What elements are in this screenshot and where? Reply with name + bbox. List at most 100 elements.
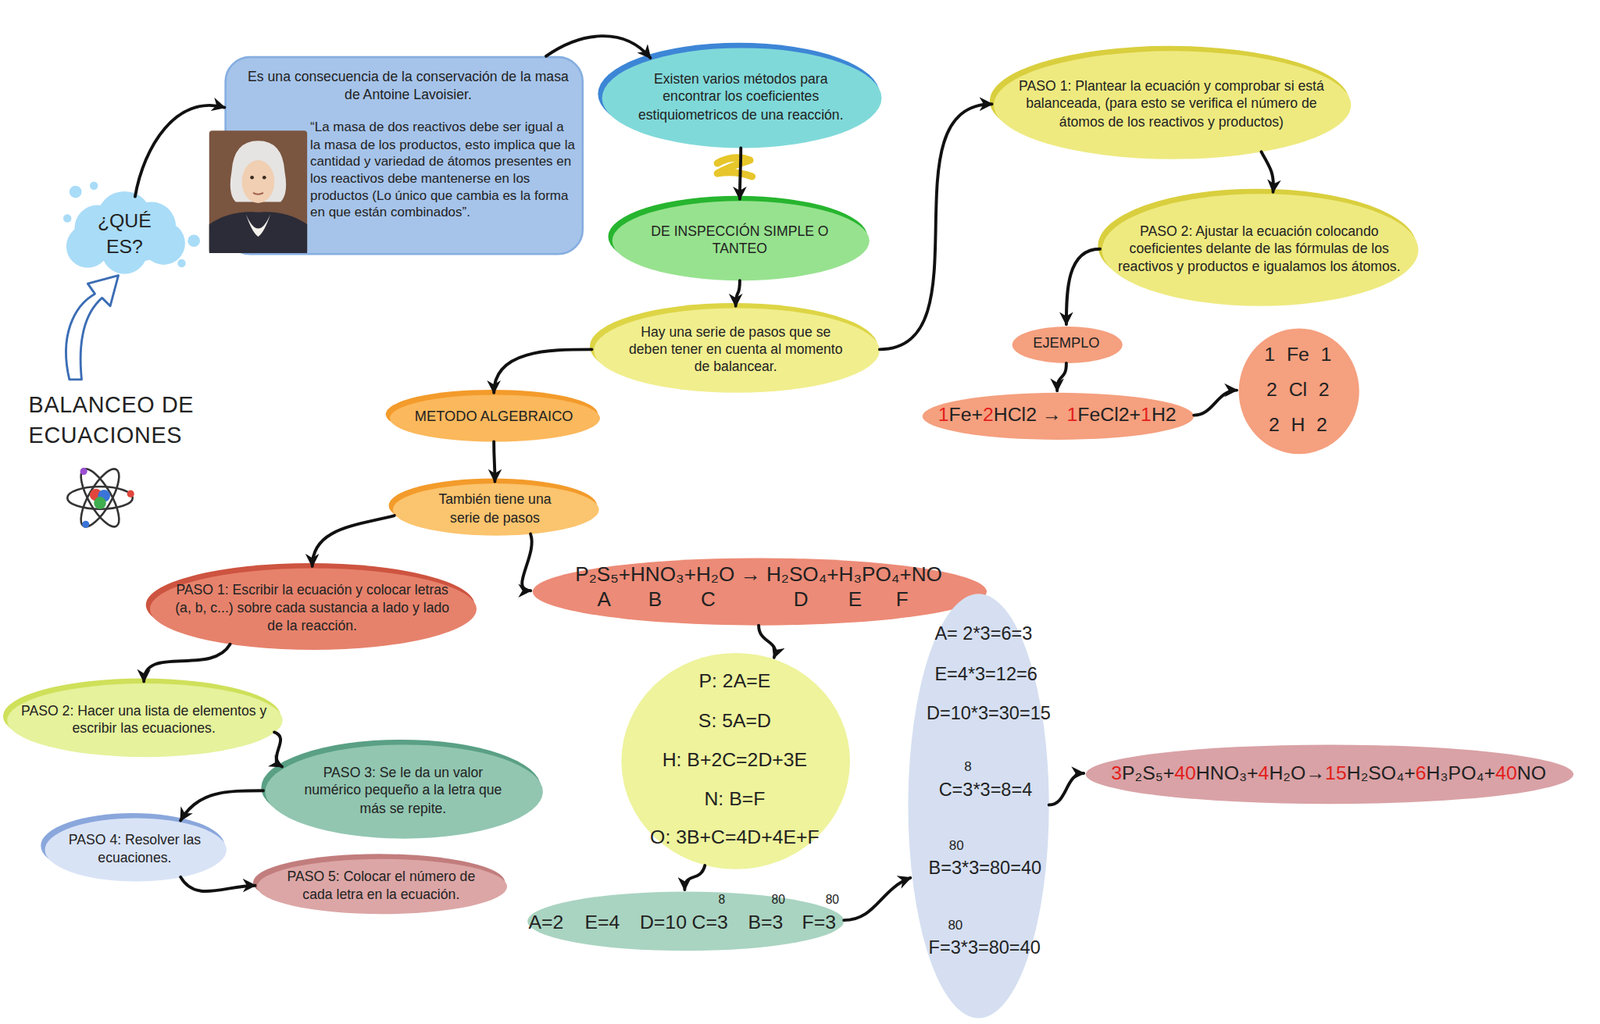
node-text: C (697, 586, 718, 613)
node-content: METODO ALGEBRAICO (387, 392, 600, 443)
node-text: PASO 5: Colocar el número de cada letra … (271, 867, 491, 904)
node-text: 2 Cl 2 (1266, 378, 1330, 404)
connector-arrow (758, 625, 775, 658)
node-text: 80 (771, 892, 785, 909)
ellipse-fill (392, 483, 600, 536)
node-outline (42, 816, 227, 883)
node-text: PASO 4: Resolver las ecuaciones. (57, 831, 211, 867)
node-content: 1Fe+2HCl2 → 1FeCl2+1H2 (920, 390, 1194, 440)
connector-arrow (493, 442, 495, 483)
node-text: P₂S₅+HNO₃+H₂O → H₂SO₄+H₃PO₄+NO (530, 562, 987, 589)
hollow-arrow (66, 275, 119, 380)
node-text: Es una consecuencia de la conservación d… (244, 68, 572, 104)
node-text: DE INSPECCIÓN SIMPLE O TANTEO (637, 221, 842, 258)
node-text: METODO ALGEBRAICO (414, 408, 574, 427)
portrait-eye (250, 175, 254, 180)
yellow-scribble (717, 157, 752, 177)
node-text: D (790, 586, 811, 613)
node-content: PASO 1: Plantear la ecuación y comprobar… (992, 49, 1352, 160)
node-text: A (593, 586, 615, 613)
concept-ellipse: DE INSPECCIÓN SIMPLE O TANTEO (610, 199, 870, 281)
cloud-fill (66, 191, 186, 275)
connector-arrow (180, 877, 255, 892)
node-outline (255, 857, 508, 915)
coefficient: 1 (938, 403, 950, 425)
node-text: D=10*3=30=15 (926, 702, 1051, 726)
atom-count-circle: 1 Fe 1 2 Cl 2 2 H 2 (1236, 326, 1360, 454)
bubble (177, 259, 186, 268)
node-text: H: B+2C=2D+3E (662, 747, 808, 773)
node-content: 3P₂S₅+40HNO₃+4H₂O→15H₂SO₄+6H₃PO₄+40NO (1083, 742, 1574, 804)
node-text: “La masa de dos reactivos debe ser igual… (310, 119, 578, 222)
results-ellipse: A= 2*3=6=3E=4*3=12=6D=10*3=30=158C=3*3=8… (906, 592, 1050, 1019)
ellipse-fill (602, 47, 883, 148)
nucleus (93, 496, 107, 510)
electron (82, 521, 90, 529)
connector-arrow (180, 790, 264, 821)
node-content: PASO 1: Escribir la ecuación y colocar l… (147, 566, 477, 650)
node-text: B=3 (747, 910, 783, 936)
node-outline (390, 481, 599, 536)
node-text: 1 Fe 1 (1264, 342, 1332, 368)
node-text: PASO 2: Ajustar la ecuación colocando co… (1114, 222, 1405, 276)
node-text: También tiene una serie de pasos (423, 491, 567, 527)
step-ellipse: PASO 1: Plantear la ecuación y comprobar… (992, 49, 1352, 160)
equations-circle: P: 2A=ES: 5A=DH: B+2C=2D+3EN: B=FO: 3B+C… (619, 650, 850, 870)
ellipse-fill (612, 200, 870, 281)
ellipse-fill (621, 653, 850, 870)
equation-ellipse: P₂S₅+HNO₃+H₂O → H₂SO₄+H₃PO₄+NOABCDEF (530, 556, 987, 626)
node-content: PASO 4: Resolver las ecuaciones. (42, 816, 227, 883)
node-text: PASO 1: Plantear la ecuación y comprobar… (1018, 77, 1325, 131)
step-ellipse: PASO 3: Se le da un valor numérico peque… (263, 742, 543, 840)
node-text: C=3*3=8=4 (939, 778, 1033, 803)
node-text: PASO 1: Escribir la ecuación y colocar l… (173, 582, 451, 636)
node-text: B (644, 586, 665, 613)
node-content: ¿QUÉ ES? (63, 196, 186, 273)
step-ellipse: PASO 5: Colocar el número de cada letra … (255, 857, 508, 915)
connector-arrow (739, 147, 741, 199)
connector-arrow (1260, 151, 1274, 192)
coefficient: 1 (1067, 403, 1079, 425)
node-text: P: 2A=E (699, 669, 772, 695)
connector-arrow (143, 644, 230, 683)
step-ellipse: PASO 1: Escribir la ecuación y colocar l… (147, 566, 477, 650)
node-text: 8 (718, 892, 726, 909)
node-outline (63, 196, 186, 273)
node-text: Existen varios métodos para encontrar lo… (631, 70, 851, 124)
definition-box: Es una consecuencia de la conservación d… (224, 56, 584, 256)
result-ellipse: 3P₂S₅+40HNO₃+4H₂O→15H₂SO₄+6H₃PO₄+40NO (1083, 742, 1574, 804)
coefficient: 1 (1140, 403, 1152, 425)
node-text: 3P₂S₅+40HNO₃+4H₂O→15H₂SO₄+6H₃PO₄+40NO (1110, 760, 1547, 786)
connector-arrow (312, 515, 395, 567)
connector-arrow (135, 105, 225, 197)
node-content: 1 Fe 1 2 Cl 2 2 H 2 (1236, 326, 1360, 454)
node-text: N: B=F (703, 786, 765, 812)
node-content: PASO 3: Se le da un valor numérico peque… (263, 742, 543, 840)
ellipse-fill (389, 394, 600, 442)
portrait-mouth (253, 192, 264, 195)
node-content: Existen varios métodos para encontrar lo… (600, 46, 882, 149)
concept-ellipse: Existen varios métodos para encontrar lo… (600, 46, 882, 149)
node-content: También tiene una serie de pasos (390, 481, 599, 536)
cloud-bubbles (63, 181, 200, 268)
node-text: E=4 (584, 910, 620, 936)
coefficient: 2 (982, 403, 994, 425)
node-text: 2 H 2 (1268, 413, 1328, 439)
node-text: 80 (949, 837, 965, 855)
connector-arrow (1049, 773, 1084, 805)
node-text: 80 (947, 917, 963, 935)
node-text: PASO 3: Se le da un valor numérico peque… (293, 764, 514, 818)
node-text: 80 (825, 892, 840, 909)
node-text: F (892, 586, 913, 613)
node-text: B=3*3=80=40 (928, 857, 1042, 881)
node-outline (610, 199, 870, 281)
portrait-coat (209, 211, 308, 254)
orbit (67, 486, 133, 510)
connector-arrow (1066, 249, 1100, 325)
node-text: E=4*3=12=6 (934, 663, 1037, 687)
portrait-cravat (246, 214, 271, 237)
equation-ellipse: 1Fe+2HCl2 → 1FeCl2+1H2 (920, 390, 1194, 440)
coefficient: 40 (1495, 761, 1518, 783)
step-ellipse: PASO 2: Hacer una lista de elementos y e… (5, 681, 283, 758)
